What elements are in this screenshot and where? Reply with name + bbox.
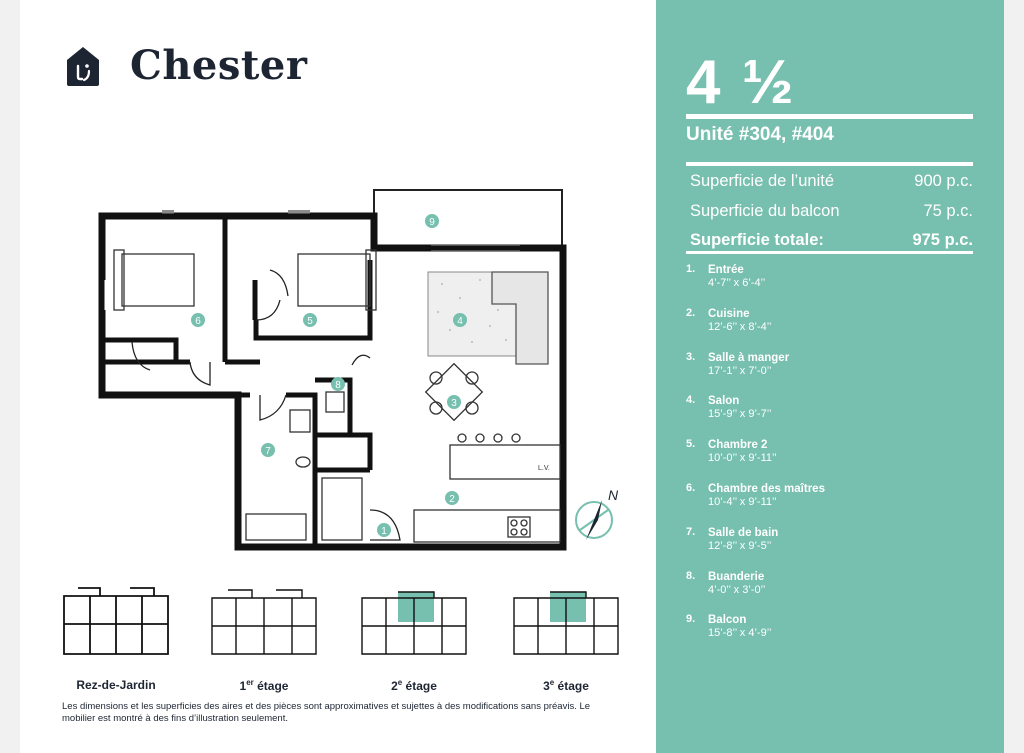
marker-6: 6 (195, 316, 201, 327)
floor-label: Rez-de-Jardin (76, 678, 156, 692)
dining-table (424, 362, 484, 422)
room-markers: 1 2 3 4 5 6 7 8 9 (191, 214, 467, 537)
north-compass-icon: N (575, 487, 619, 540)
floor-thumb-3e-etage[interactable]: 3e étage (510, 584, 622, 693)
unit-highlight (550, 592, 586, 622)
marker-5: 5 (307, 316, 313, 327)
marker-4: 4 (457, 316, 463, 327)
sofa (491, 271, 549, 365)
floor-plan-thumbnail (361, 591, 467, 655)
floor-plan-thumbnail (211, 589, 317, 655)
floor-thumb-rez-de-jardin[interactable]: Rez-de-Jardin (60, 584, 172, 692)
kitchen-counters (413, 433, 561, 543)
right-gutter (1004, 0, 1024, 753)
floor-label: 3e étage (543, 678, 589, 693)
left-gutter (0, 0, 20, 753)
floor-thumb-2e-etage[interactable]: 2e étage (358, 584, 470, 693)
unit-info-panel: 4 ½ Unité #304, #404 Superficie de l’uni… (656, 0, 1004, 753)
marker-9: 9 (429, 217, 435, 228)
area-row-total: Superficie totale:975 p.c. (690, 231, 973, 249)
windows (104, 210, 520, 310)
door-swings (131, 269, 401, 541)
floor-plan-thumbnail (513, 591, 619, 655)
compass-letter: N (608, 487, 619, 503)
floor-thumb-1er-etage[interactable]: 1er étage (208, 584, 320, 693)
marker-1: 1 (381, 526, 387, 537)
brand-logo: Chester (64, 42, 307, 89)
dishwasher-label: L.V. (538, 465, 550, 472)
brand-name: Chester (130, 42, 308, 89)
marker-2: 2 (449, 494, 455, 505)
divider (686, 162, 973, 166)
unit-highlight (398, 592, 434, 622)
exterior-walls (98, 212, 567, 551)
balcony-area (373, 189, 563, 249)
interior-walls (102, 216, 373, 545)
unit-floor-plan: L.V. 1 2 3 4 5 6 7 8 9 (98, 189, 567, 551)
bathroom-fixtures (245, 391, 363, 541)
floor-label: 1er étage (239, 678, 289, 693)
divider (686, 251, 973, 254)
floor-plan-sheet: Chester (20, 0, 1004, 753)
divider (686, 114, 973, 119)
unit-numbers: Unité #304, #404 (686, 124, 834, 145)
floor-label: 2e étage (391, 678, 437, 693)
house-logo-icon (67, 46, 99, 86)
marker-7: 7 (265, 446, 271, 457)
disclaimer-text: Les dimensions et les superficies des ai… (62, 701, 591, 724)
unit-size: 4 ½ (686, 48, 796, 117)
floor-plan-thumbnail (63, 587, 169, 655)
marker-3: 3 (451, 398, 457, 409)
beds (113, 249, 377, 311)
marker-8: 8 (335, 380, 341, 391)
